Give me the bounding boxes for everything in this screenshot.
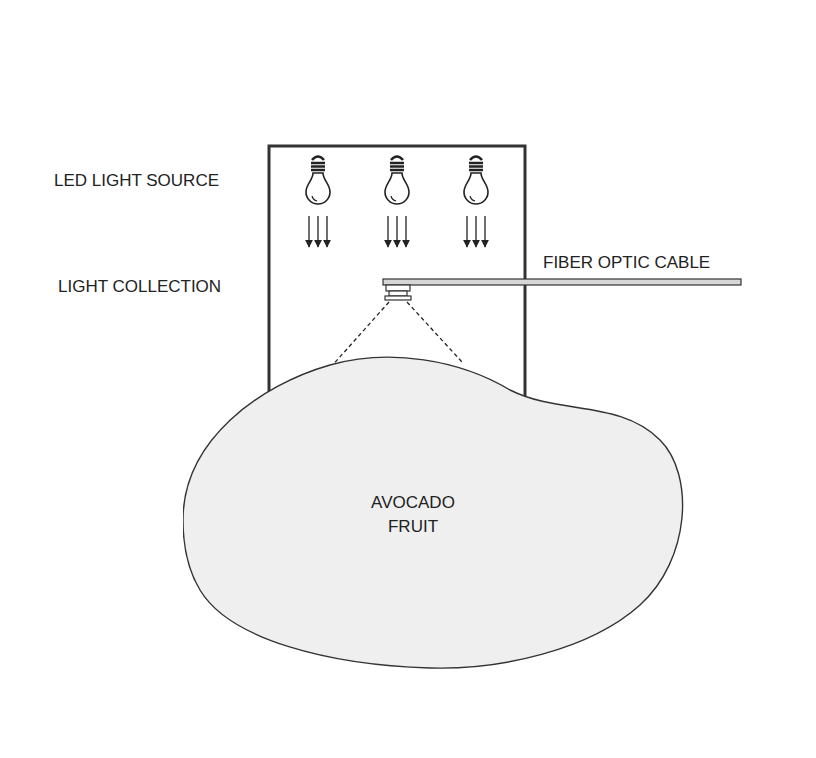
collection-lens xyxy=(385,296,411,300)
part-label: LED LIGHT SOURCE xyxy=(54,172,219,191)
led-bulb xyxy=(464,157,488,205)
fruit-shape: AVOCADO FRUIT xyxy=(183,352,688,670)
fiber-cable xyxy=(383,279,741,285)
led-bulb xyxy=(306,157,330,205)
fruit-outline xyxy=(183,357,683,668)
node-text-holder: AVOCADO FRUIT xyxy=(358,491,468,539)
node-label: AVOCADO FRUIT xyxy=(358,491,468,539)
light-arrows xyxy=(388,216,406,247)
light-arrows xyxy=(467,216,485,247)
light-arrows xyxy=(309,216,327,247)
view-cone xyxy=(407,302,462,362)
collection-lens xyxy=(389,291,407,296)
led-bulb xyxy=(385,157,409,205)
part-label: FIBER OPTIC CABLE xyxy=(543,254,710,273)
collection-lens xyxy=(386,285,410,291)
part-label: LIGHT COLLECTION xyxy=(58,278,221,297)
